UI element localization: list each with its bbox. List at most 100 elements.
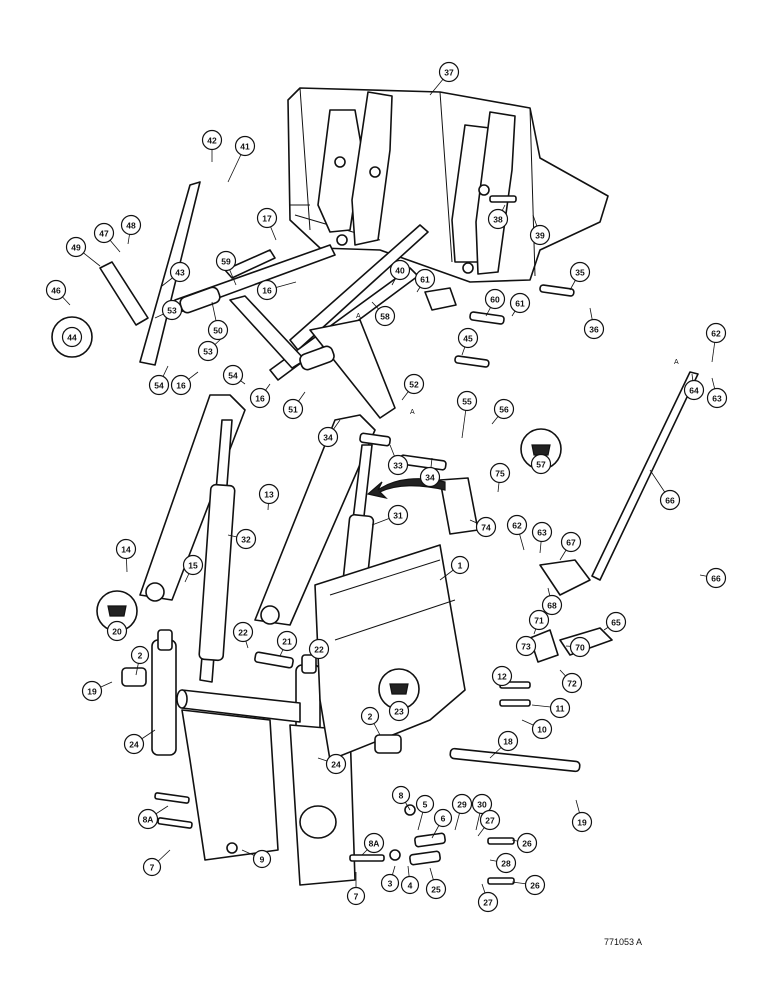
callout-65: 65: [605, 611, 627, 633]
callout-bubble: [106, 620, 128, 642]
callout-22: 22: [308, 638, 330, 660]
callout-62: 62: [506, 514, 528, 536]
callout-31: 31: [387, 504, 409, 526]
callout-60: 60: [484, 288, 506, 310]
callout-8A: 8A: [137, 808, 159, 830]
callout-number: 14: [121, 545, 131, 555]
callout-bubble: [489, 462, 511, 484]
callout-bubble: [389, 259, 411, 281]
callout-number: 8A: [369, 839, 380, 849]
callout-41: 41: [234, 135, 256, 157]
callout-22: 22: [232, 621, 254, 643]
callout-64: 64: [683, 379, 705, 401]
callout-number: 13: [264, 490, 274, 500]
callout-number: 25: [431, 885, 441, 895]
callout-16: 16: [170, 374, 192, 396]
callout-62: 62: [705, 322, 727, 344]
callout-5: 5: [415, 794, 435, 814]
callout-number: 3: [388, 879, 393, 889]
callout-bubble: [142, 857, 162, 877]
callout-number: 34: [425, 473, 435, 483]
callout-24: 24: [325, 753, 347, 775]
callout-bubble: [530, 453, 552, 475]
callout-number: 57: [536, 460, 546, 470]
callout-number: 30: [477, 800, 487, 810]
callout-59: 59: [215, 250, 237, 272]
callout-number: 56: [499, 405, 509, 415]
callout-17: 17: [256, 207, 278, 229]
callout-number: 65: [611, 618, 621, 628]
callout-bubble: [705, 322, 727, 344]
callout-47: 47: [93, 222, 115, 244]
upper-linkage: [99, 181, 575, 419]
callout-bubble: [65, 236, 87, 258]
callout-19: 19: [81, 680, 103, 702]
callout-bubble: [363, 832, 385, 854]
callout-bubble: [148, 374, 170, 396]
callout-bubble: [197, 340, 219, 362]
callout-bubble: [524, 874, 546, 896]
callout-48: 48: [120, 214, 142, 236]
callout-24: 24: [123, 733, 145, 755]
callout-14: 14: [115, 538, 137, 560]
callout-number: 35: [575, 268, 585, 278]
callout-53: 53: [197, 340, 219, 362]
callout-bubble: [706, 387, 728, 409]
callout-number: 22: [314, 645, 324, 655]
callout-bubble: [484, 288, 506, 310]
callout-bubble: [215, 250, 237, 272]
callout-53: 53: [161, 299, 183, 321]
callout-bubble: [374, 305, 396, 327]
callout-bubble: [450, 555, 470, 575]
callout-4: 4: [400, 875, 420, 895]
callout-bubble: [457, 327, 479, 349]
callout-bubble: [45, 279, 67, 301]
callout-number: 19: [87, 687, 97, 697]
callout-number: 39: [535, 231, 545, 241]
callout-74: 74: [475, 516, 497, 538]
callout-number: 7: [150, 863, 155, 873]
callout-number: 71: [534, 616, 544, 626]
callout-55: 55: [456, 390, 478, 412]
callout-13: 13: [258, 483, 280, 505]
callout-34: 34: [317, 426, 339, 448]
mounting-frame: [121, 544, 581, 886]
callout-bubble: [705, 567, 727, 589]
callout-bubble: [528, 609, 550, 631]
callout-bubble: [493, 398, 515, 420]
callout-bubble: [506, 514, 528, 536]
callout-bubble: [515, 635, 537, 657]
callout-number: 75: [495, 469, 505, 479]
callout-42: 42: [201, 129, 223, 151]
callout-number: 22: [238, 628, 248, 638]
callout-number: 31: [393, 511, 403, 521]
callout-number: 16: [176, 381, 186, 391]
callout-37: 37: [438, 61, 460, 83]
callout-40: 40: [389, 259, 411, 281]
callout-number: 73: [521, 642, 531, 652]
callout-number: 53: [167, 306, 177, 316]
callout-bubble: [201, 129, 223, 151]
callout-bubble: [346, 886, 366, 906]
callout-bubble: [477, 891, 499, 913]
callout-number: 66: [665, 496, 675, 506]
callout-bubble: [137, 808, 159, 830]
marker-a-frame: A: [356, 313, 361, 320]
callout-number: 29: [457, 800, 467, 810]
callout-number: 61: [420, 275, 430, 285]
callout-15: 15: [182, 554, 204, 576]
callout-bubble: [605, 611, 627, 633]
callout-bubble: [516, 832, 538, 854]
callout-29: 29: [451, 793, 473, 815]
callout-number: 17: [262, 214, 272, 224]
callout-bubble: [388, 700, 410, 722]
callout-bubble: [249, 387, 271, 409]
callout-number: 21: [282, 637, 292, 647]
callout-bubble: [438, 61, 460, 83]
callout-8: 8: [391, 785, 411, 805]
callout-bubble: [561, 672, 583, 694]
callout-number: 67: [566, 538, 576, 548]
callout-number: 68: [547, 601, 557, 611]
callout-bubble: [252, 849, 272, 869]
callout-bubble: [115, 538, 137, 560]
